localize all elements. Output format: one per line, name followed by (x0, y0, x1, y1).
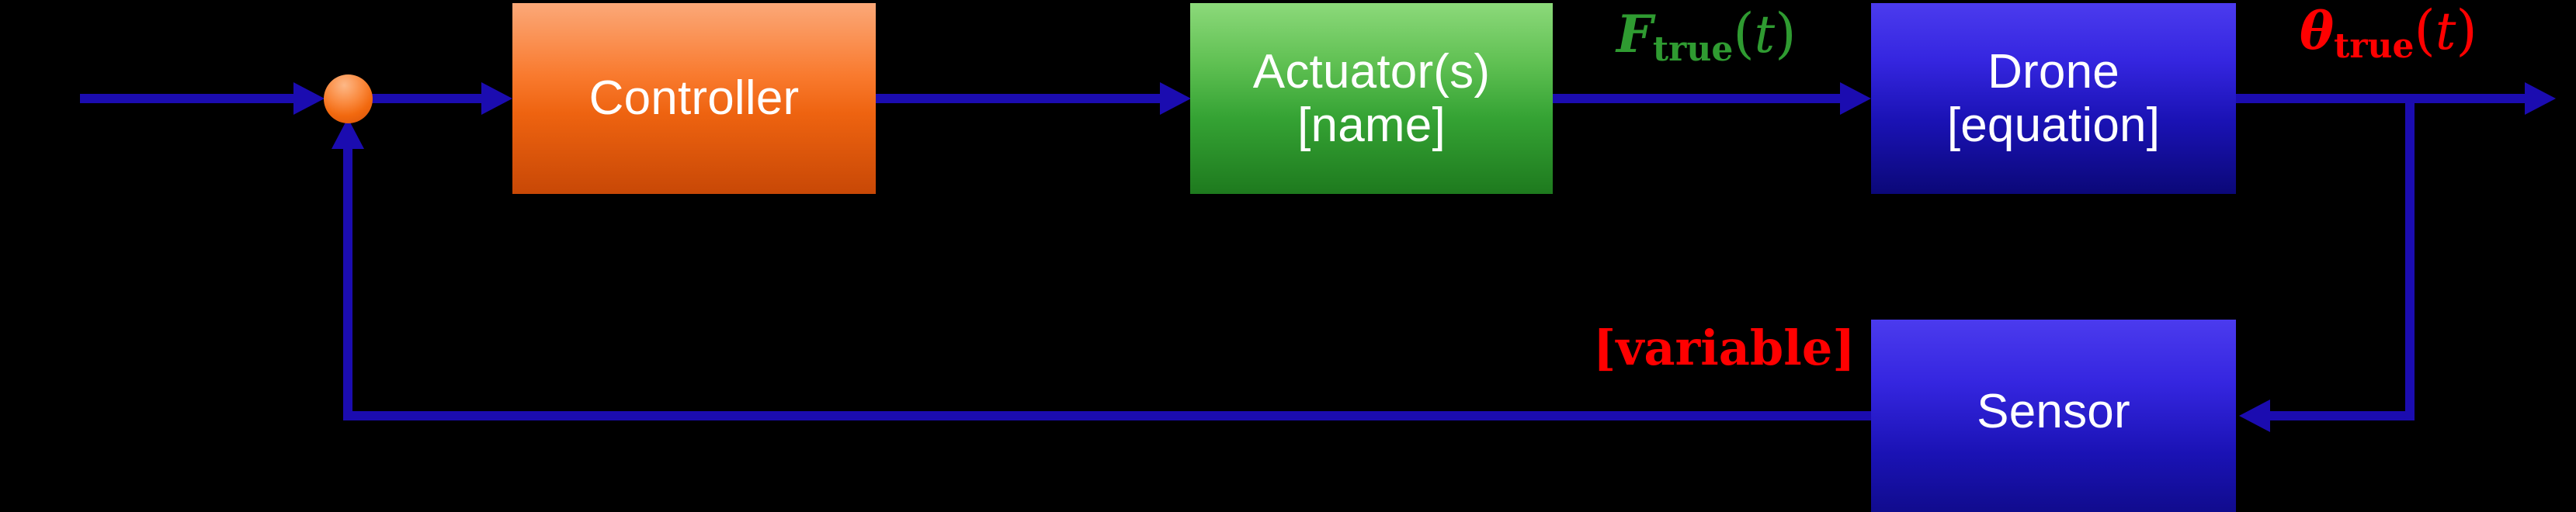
block-actuator[interactable]: Actuator(s) [name] (1190, 3, 1553, 194)
signal-label-actuator-output: Ftrue(t) (1616, 4, 1797, 67)
signal-argument-theta: t (2435, 2, 2456, 61)
signal-symbol-force: F (1616, 4, 1653, 64)
wire-sensor-to-summing-horizontal (343, 411, 1873, 420)
wire-actuator-to-drone (1553, 94, 1840, 103)
block-sensor-label: Sensor (1977, 385, 2130, 438)
arrowhead-sensor-input (2239, 400, 2270, 432)
signal-subscript-true-theta: true (2334, 26, 2415, 66)
signal-argument-force: t (1754, 5, 1776, 64)
signal-paren-close-force: ) (1775, 2, 1797, 65)
wire-feedback-into-sensor (2270, 411, 2415, 420)
block-drone-label: Drone (1988, 44, 2119, 99)
signal-subscript-true-force: true (1652, 29, 1734, 69)
block-controller[interactable]: Controller (512, 3, 876, 194)
wire-error-to-controller (371, 94, 481, 103)
wire-feedback-right-vertical (2405, 94, 2415, 420)
arrowhead-reference-input (293, 82, 325, 115)
block-sensor[interactable]: Sensor (1871, 320, 2236, 512)
block-drone-sublabel: [equation] (1946, 99, 2161, 152)
arrowhead-drone-input (1840, 82, 1871, 115)
signal-label-plant-output: θtrue(t) (2300, 3, 2477, 64)
wire-reference-input (80, 94, 293, 103)
block-actuator-sublabel: [name] (1297, 99, 1446, 152)
arrowhead-actuator-input (1160, 82, 1191, 115)
signal-paren-close-theta: ) (2456, 0, 2477, 62)
arrowhead-controller-input (481, 82, 512, 115)
signal-paren-open-force: ( (1733, 2, 1755, 65)
signal-paren-open-theta: ( (2414, 0, 2435, 62)
signal-symbol-theta: θ (2300, 1, 2335, 61)
summing-junction[interactable] (324, 74, 373, 123)
block-controller-label: Controller (588, 71, 800, 126)
wire-controller-to-actuator (876, 94, 1160, 103)
wire-drone-output (2236, 94, 2525, 103)
arrowhead-drone-output (2525, 82, 2556, 115)
block-drone[interactable]: Drone [equation] (1871, 3, 2236, 194)
wire-feedback-left-vertical (343, 147, 352, 420)
block-actuator-label: Actuator(s) (1252, 44, 1491, 99)
signal-label-feedback-variable: [variable] (1593, 320, 1856, 376)
